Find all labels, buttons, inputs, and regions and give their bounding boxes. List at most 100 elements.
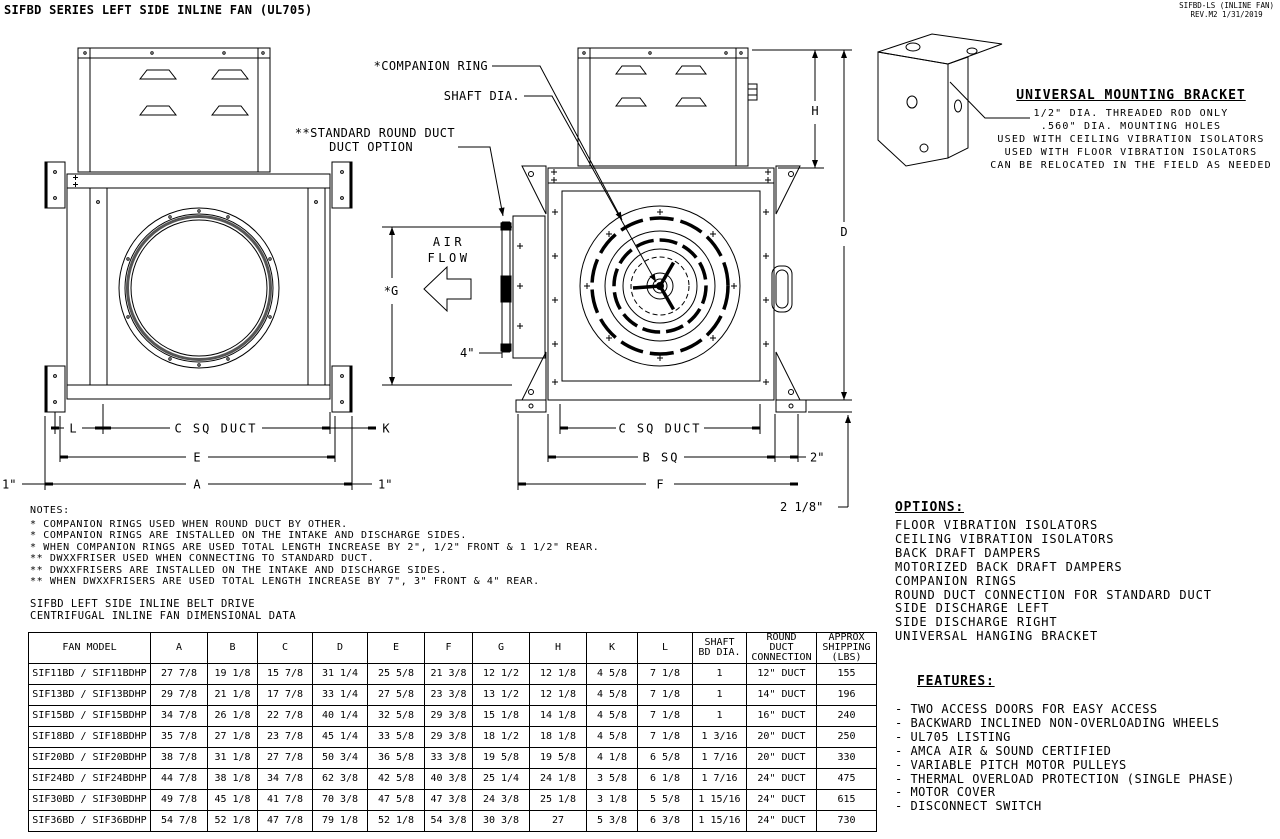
- table-cell: 6 5/8: [637, 747, 693, 769]
- notes-lines: * COMPANION RINGS USED WHEN ROUND DUCT B…: [30, 519, 599, 588]
- column-header-l: L: [637, 632, 693, 664]
- table-cell: 15 1/8: [472, 705, 530, 727]
- louver-vents: [138, 69, 250, 116]
- table-cell: 47 3/8: [424, 789, 473, 811]
- companion-ring: [500, 215, 546, 359]
- column-header-d: D: [312, 632, 368, 664]
- round-duct-callout-line2: DUCT OPTION: [329, 140, 413, 154]
- options-heading: OPTIONS:: [895, 500, 965, 515]
- table-cell: 1: [692, 684, 747, 706]
- callouts: *COMPANION RING SHAFT DIA. **STANDARD RO…: [295, 59, 657, 283]
- table-cell: 49 7/8: [150, 789, 208, 811]
- drawing-number: SIFBD-LS (INLINE FAN): [1179, 1, 1274, 10]
- option-item: SIDE DISCHARGE RIGHT: [895, 615, 1058, 630]
- dim-label-g: *G: [384, 284, 398, 298]
- table-cell: 7 1/8: [637, 684, 693, 706]
- louver-vents: [615, 65, 707, 107]
- table-cell: 42 5/8: [367, 768, 425, 790]
- note-line: * COMPANION RINGS USED WHEN ROUND DUCT B…: [30, 518, 348, 530]
- table-cell: 34 7/8: [150, 705, 208, 727]
- table-cell: 33 5/8: [367, 726, 425, 748]
- feature-item: - UL705 LISTING: [895, 729, 1011, 744]
- table-cell: 40 1/4: [312, 705, 368, 727]
- column-header-shaft-bd-dia: SHAFT BD DIA.: [692, 632, 747, 664]
- bolt-marks: [551, 169, 771, 183]
- table-cell: SIF24BD / SIF24BDHP: [28, 768, 151, 790]
- table-cell: 38 7/8: [150, 747, 208, 769]
- table-cell: 50 3/4: [312, 747, 368, 769]
- table-cell: 27: [529, 810, 587, 832]
- front-view-dimensions: L C SQ DUCT K E A 1" 1": [2, 404, 392, 492]
- table-cell: 41 7/8: [257, 789, 313, 811]
- table-cell: 30 3/8: [472, 810, 530, 832]
- bracket-note-title: UNIVERSAL MOUNTING BRACKET: [1016, 88, 1246, 103]
- table-cell: 475: [816, 768, 877, 790]
- table-cell: 44 7/8: [150, 768, 208, 790]
- table-cell: 196: [816, 684, 877, 706]
- sheet-title: SIFBD SERIES LEFT SIDE INLINE FAN (UL705…: [4, 3, 313, 17]
- table-cell: 7 1/8: [637, 705, 693, 727]
- option-item: SIDE DISCHARGE LEFT: [895, 601, 1050, 616]
- dim-label-c-sq-duct-right: C SQ DUCT: [618, 422, 701, 436]
- table-cell: 3 5/8: [586, 768, 638, 790]
- column-header-h: H: [529, 632, 587, 664]
- air-flow-label-2: FLOW: [428, 251, 471, 265]
- front-view: [44, 47, 353, 413]
- note-line: ** WHEN DWXXFRISERS ARE USED TOTAL LENGT…: [30, 576, 540, 587]
- table-cell: 52 1/8: [207, 810, 258, 832]
- features-heading: FEATURES:: [917, 674, 995, 689]
- round-duct-collar: [118, 207, 280, 369]
- table-cell: 12 1/2: [472, 663, 530, 685]
- option-item: COMPANION RINGS: [895, 573, 1017, 588]
- table-caption-line1: SIFBD LEFT SIDE INLINE BELT DRIVE: [30, 598, 256, 610]
- table-cell: 4 5/8: [586, 726, 638, 748]
- column-header-f: F: [424, 632, 473, 664]
- features-block: FEATURES: - TWO ACCESS DOORS FOR EASY AC…: [895, 674, 1235, 814]
- mounting-bracket-corner: [44, 161, 353, 413]
- table-cell: 17 7/8: [257, 684, 313, 706]
- revision-block: SIFBD-LS (INLINE FAN) REV.M2 1/31/2019: [1179, 1, 1274, 19]
- dim-label-h: H: [811, 104, 818, 118]
- table-cell: 14" DUCT: [746, 684, 817, 706]
- option-item: BACK DRAFT DAMPERS: [895, 545, 1042, 560]
- table-cell: 7 1/8: [637, 663, 693, 685]
- table-cell: 13 1/2: [472, 684, 530, 706]
- table-cell: 27 7/8: [150, 663, 208, 685]
- shaft-dia-callout: SHAFT DIA.: [444, 89, 520, 103]
- column-header-a: A: [150, 632, 208, 664]
- option-item: CEILING VIBRATION ISOLATORS: [895, 531, 1115, 546]
- table-cell: SIF11BD / SIF11BDHP: [28, 663, 151, 685]
- table-cell: 18 1/2: [472, 726, 530, 748]
- table-cell: SIF13BD / SIF13BDHP: [28, 684, 151, 706]
- table-cell: 36 5/8: [367, 747, 425, 769]
- table-cell: 330: [816, 747, 877, 769]
- option-item: ROUND DUCT CONNECTION FOR STANDARD DUCT: [895, 587, 1212, 602]
- side-view-dimensions: H D C SQ DUCT B SQ 2" F 2 1/8": [517, 49, 852, 514]
- table-cell: 1 7/16: [692, 768, 747, 790]
- table-cell: 5 3/8: [586, 810, 638, 832]
- option-item: FLOOR VIBRATION ISOLATORS: [895, 518, 1099, 532]
- table-cell: 1: [692, 663, 747, 685]
- column-header-c: C: [257, 632, 313, 664]
- bracket-note: UNIVERSAL MOUNTING BRACKET 1/2" DIA. THR…: [985, 88, 1277, 172]
- bolt-marks: [552, 209, 769, 385]
- table-cell: 24" DUCT: [746, 789, 817, 811]
- table-cell: 25 5/8: [367, 663, 425, 685]
- dim-label-1in-right: 1": [378, 478, 392, 492]
- column-header-e: E: [367, 632, 425, 664]
- table-cell: 62 3/8: [312, 768, 368, 790]
- dim-label-l: L: [69, 422, 76, 436]
- table-cell: 32 5/8: [367, 705, 425, 727]
- bolt-marks: [73, 175, 78, 187]
- features-list: - TWO ACCESS DOORS FOR EASY ACCESS- BACK…: [895, 702, 1235, 814]
- feature-item: - MOTOR COVER: [895, 785, 996, 800]
- companion-ring-callout: *COMPANION RING: [374, 59, 488, 73]
- table-cell: 1 7/16: [692, 747, 747, 769]
- table-cell: 730: [816, 810, 877, 832]
- table-cell: 29 3/8: [424, 705, 473, 727]
- table-cell: 15 7/8: [257, 663, 313, 685]
- table-cell: 6 3/8: [637, 810, 693, 832]
- table-cell: 24 3/8: [472, 789, 530, 811]
